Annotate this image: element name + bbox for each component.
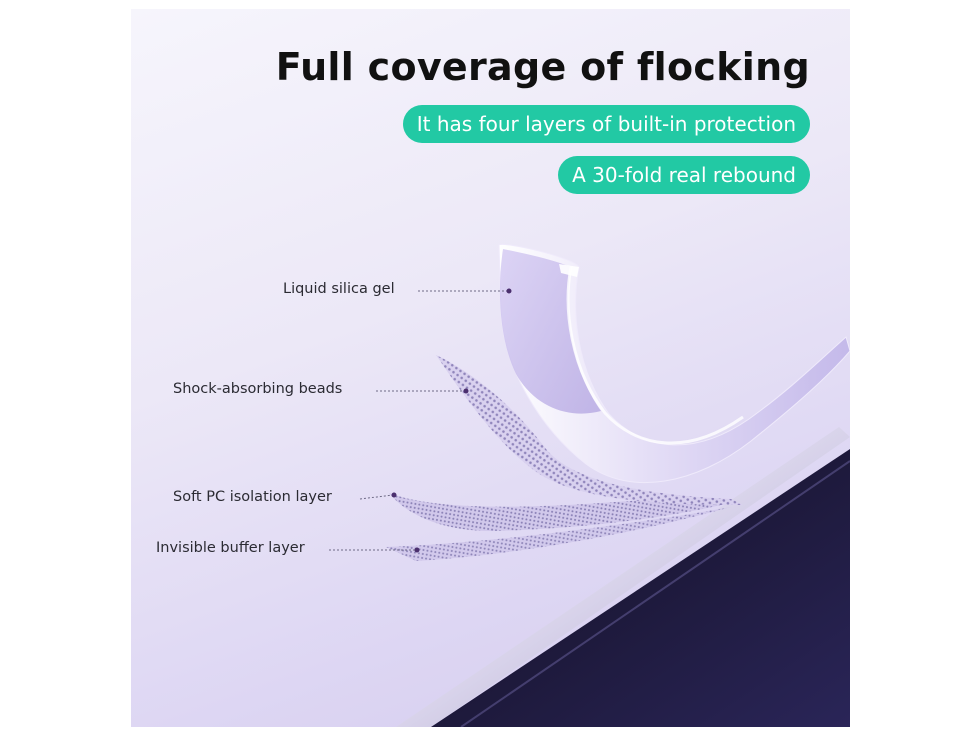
feature-badge-rebound: A 30-fold real rebound <box>558 156 810 194</box>
layer-label-liquid-silica-gel: Liquid silica gel <box>283 281 395 297</box>
feature-badge-layers: It has four layers of built-in protectio… <box>402 105 810 143</box>
layer-label-invisible-buffer: Invisible buffer layer <box>156 540 305 556</box>
layer-label-shock-absorbing-beads: Shock-absorbing beads <box>173 381 343 397</box>
product-banner: Full coverage of flocking It has four la… <box>131 9 850 727</box>
layer-label-soft-pc-isolation: Soft PC isolation layer <box>173 489 332 505</box>
phone-case-layers-illustration <box>329 243 850 727</box>
headline-title: Full coverage of flocking <box>275 45 810 89</box>
